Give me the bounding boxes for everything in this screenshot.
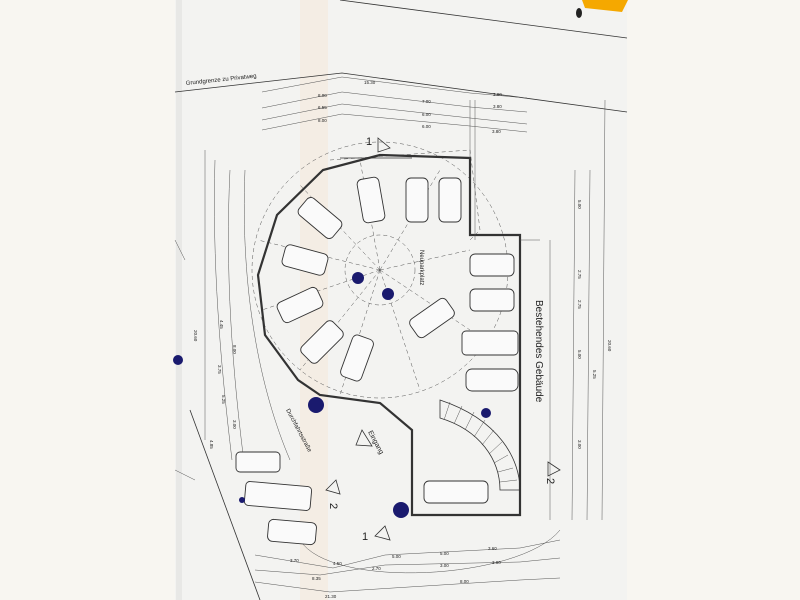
- car: [235, 451, 281, 473]
- dim-bottom: 2.70: [372, 566, 381, 571]
- dim-left: 4.45: [219, 320, 224, 329]
- dim-left: 20.60: [193, 330, 198, 342]
- dim-top: 3.80: [492, 129, 501, 134]
- left-dimension-lines: [204, 150, 291, 471]
- section-1-bottom-label: 1: [362, 531, 368, 543]
- tree-marker: [382, 288, 394, 300]
- dim-left: 3.75: [217, 365, 222, 374]
- dim-left: 3.00: [232, 420, 237, 429]
- dim-left: 5.25: [221, 395, 226, 404]
- right-dimension-lines: [549, 99, 606, 521]
- parking-label: Neuparkplatz: [418, 250, 424, 285]
- dim-top: 3.80: [493, 104, 502, 109]
- car: [423, 480, 489, 504]
- car: [465, 368, 519, 392]
- dim-bottom: 3.60: [488, 546, 497, 551]
- dim-right: 5.00: [577, 200, 582, 209]
- dim-left: 8.00: [232, 345, 237, 354]
- entrance-arrow: [355, 429, 373, 447]
- dim-bottom: 21.30: [325, 594, 337, 599]
- parking-area: [251, 100, 540, 517]
- paper-edge: [176, 0, 182, 600]
- tree-marker: [393, 502, 409, 518]
- section-2-right-label: 2: [544, 478, 556, 484]
- tree-marker: [173, 355, 183, 365]
- tree-marker: [352, 272, 364, 284]
- van: [243, 481, 313, 511]
- property-boundaries: [174, 0, 628, 600]
- dim-top: 7.00: [422, 99, 431, 104]
- section-markers: [325, 137, 561, 541]
- parked-cars: [235, 176, 519, 546]
- dim-bottom: 5.00: [392, 554, 401, 559]
- dim-right: 2.75: [577, 270, 582, 279]
- car: [267, 518, 317, 546]
- car: [300, 320, 344, 364]
- car: [297, 197, 343, 239]
- dim-right: 2.75: [577, 300, 582, 309]
- car: [276, 286, 324, 324]
- dimension-labels-side: 4.45 8.00 3.75 5.25 3.00 4.85 20.60 5.00…: [193, 200, 612, 449]
- car: [469, 288, 515, 312]
- car: [438, 177, 462, 223]
- dim-bottom: 3.70: [290, 558, 299, 563]
- car: [409, 297, 455, 339]
- dim-bottom: 3.00: [440, 563, 449, 568]
- dim-right: 5.25: [592, 370, 597, 379]
- dim-top: 15.30: [364, 80, 376, 85]
- dim-left: 4.85: [209, 440, 214, 449]
- dim-top: 6.00: [422, 124, 431, 129]
- dim-bottom: 8.35: [312, 576, 321, 581]
- section-1-top-label: 1: [366, 136, 372, 148]
- car: [405, 177, 429, 223]
- dim-bottom: 3.80: [492, 560, 501, 565]
- car: [356, 176, 386, 224]
- dim-right: 5.00: [577, 350, 582, 359]
- dim-top: 6.55: [318, 105, 327, 110]
- car: [340, 334, 374, 382]
- van: [461, 330, 519, 356]
- dim-right: 3.00: [577, 440, 582, 449]
- tree-marker: [239, 497, 245, 503]
- dim-right: 20.60: [607, 340, 612, 352]
- dim-top: 8.00: [318, 118, 327, 123]
- tree-marker: [481, 408, 491, 418]
- tape-piece: [582, 0, 628, 12]
- existing-building-label: Bestehendes Gebäude: [533, 300, 544, 403]
- dim-bottom: 8.00: [460, 579, 469, 584]
- tree-marker: [308, 397, 324, 413]
- car: [469, 253, 515, 277]
- dim-bottom: 5.00: [440, 551, 449, 556]
- trees: [173, 272, 491, 518]
- section-2-left-label: 2: [327, 503, 339, 509]
- dim-top: 8.00: [318, 93, 327, 98]
- pin-mark: [576, 8, 582, 18]
- car: [281, 244, 329, 276]
- dim-top: 3.80: [493, 92, 502, 97]
- dim-bottom: 4.50: [333, 561, 342, 566]
- dim-top: 6.00: [422, 112, 431, 117]
- dimension-labels: 15.30 8.00 7.00 3.80 6.55 6.00 3.80 8.00…: [290, 80, 502, 599]
